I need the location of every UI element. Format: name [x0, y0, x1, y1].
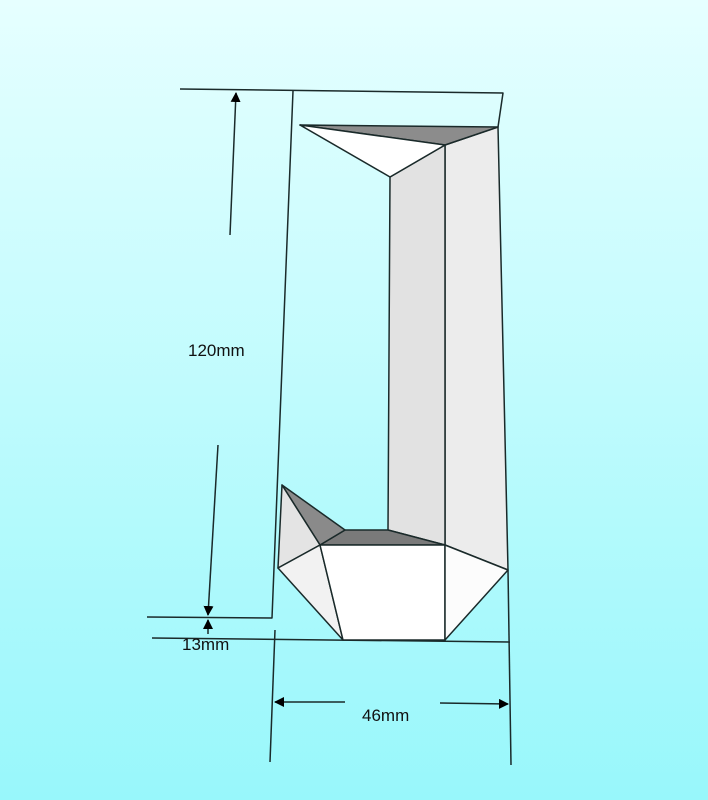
- height-arrow-bottom: [203, 444, 219, 616]
- right-face: [444, 126, 509, 571]
- width-arrow-right: [439, 698, 509, 709]
- foot-right-face: [444, 544, 509, 641]
- width-extension-right: [507, 569, 512, 766]
- height-dimension-label: 120mm: [188, 341, 245, 360]
- height-arrow-top: [229, 92, 241, 236]
- base-dimension-label: 13mm: [182, 635, 229, 654]
- width-extension-left: [269, 629, 276, 763]
- top-white-face: [299, 124, 446, 178]
- inner-face: [387, 144, 446, 546]
- bottom-extension-line: [151, 637, 511, 643]
- top-extension-line: [179, 88, 504, 128]
- width-dimension-label: 46mm: [362, 706, 409, 725]
- left-box-line: [146, 90, 294, 619]
